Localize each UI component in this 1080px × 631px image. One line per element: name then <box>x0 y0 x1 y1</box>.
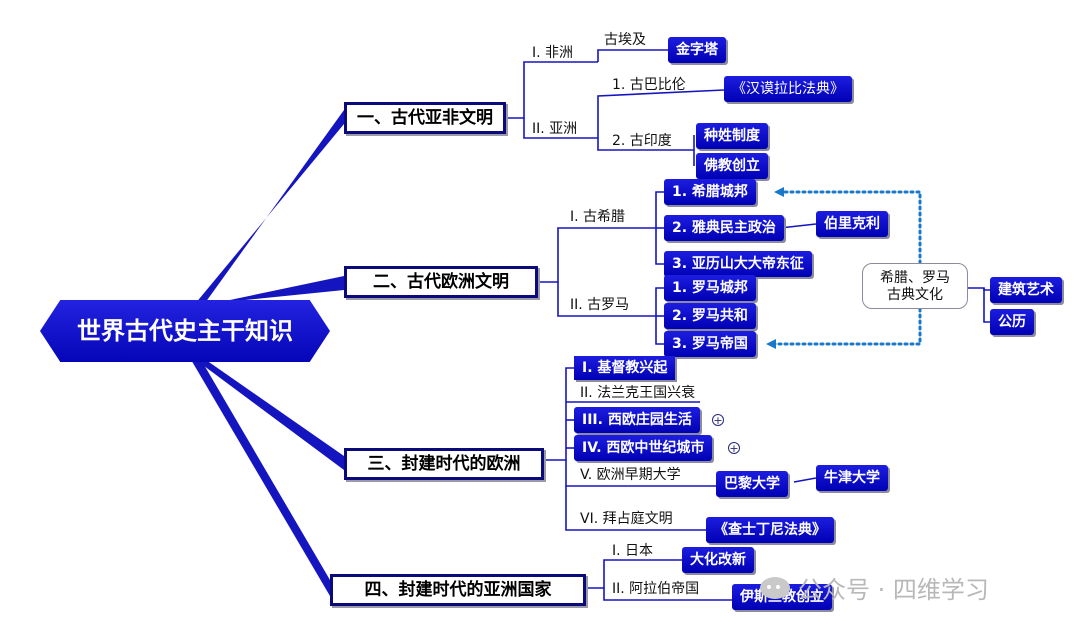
expand-plus-icon[interactable]: + <box>728 442 740 455</box>
node-justinian-code[interactable]: 《查士丁尼法典》 <box>706 517 834 543</box>
branch-label: 二、古代欧洲文明 <box>373 271 509 292</box>
branch-feudal-asia[interactable]: 四、封建时代的亚洲国家 <box>330 574 586 606</box>
node-univ-paris[interactable]: 巴黎大学 <box>716 471 788 497</box>
node-africa[interactable]: I. 非洲 <box>532 45 574 61</box>
callout-line-1: 希腊、罗马 <box>880 269 950 286</box>
node-pyramid[interactable]: 金字塔 <box>668 37 726 63</box>
root-node[interactable]: 世界古代史主干知识 <box>40 300 330 362</box>
node-early-universities[interactable]: V. 欧洲早期大学 <box>580 467 681 483</box>
node-buddhism[interactable]: 佛教创立 <box>696 153 768 179</box>
node-alexander-campaign[interactable]: 3. 亚历山大大帝东征 <box>664 251 812 277</box>
node-asia[interactable]: II. 亚洲 <box>532 121 578 137</box>
node-byzantine[interactable]: VI. 拜占庭文明 <box>580 511 673 527</box>
watermark: 公众号 · 四维学习 <box>760 570 989 605</box>
branch-ancient-europe[interactable]: 二、古代欧洲文明 <box>344 266 538 298</box>
branch-label: 一、古代亚非文明 <box>357 107 493 128</box>
node-taika-reform[interactable]: 大化改新 <box>682 547 754 573</box>
branch-feudal-europe[interactable]: 三、封建时代的欧洲 <box>344 448 544 480</box>
root-label: 世界古代史主干知识 <box>77 317 293 345</box>
dotted-arrows <box>766 187 922 349</box>
node-ancient-egypt[interactable]: 古埃及 <box>604 32 646 48</box>
callout-classical-culture[interactable]: 希腊、罗马 古典文化 <box>862 263 968 309</box>
branch-label: 四、封建时代的亚洲国家 <box>364 579 552 600</box>
node-frankish-kingdom[interactable]: II. 法兰克王国兴衰 <box>580 385 696 401</box>
node-athenian-democracy[interactable]: 2. 雅典民主政治 <box>664 215 784 241</box>
branch-ancient-afro-asia[interactable]: 一、古代亚非文明 <box>344 102 506 134</box>
node-roman-empire[interactable]: 3. 罗马帝国 <box>664 331 756 357</box>
node-greek-city-states[interactable]: 1. 希腊城邦 <box>664 179 756 205</box>
root-wedges <box>190 110 344 596</box>
wechat-icon <box>760 576 790 599</box>
node-univ-oxford[interactable]: 牛津大学 <box>816 465 888 491</box>
node-hammurabi-code[interactable]: 《汉谟拉比法典》 <box>724 76 852 102</box>
branch-label: 三、封建时代的欧洲 <box>367 453 521 474</box>
node-calendar[interactable]: 公历 <box>990 309 1034 335</box>
node-christianity[interactable]: I. 基督教兴起 <box>574 356 676 380</box>
node-medieval-cities[interactable]: IV. 西欧中世纪城市 <box>574 435 713 461</box>
node-pericles[interactable]: 伯里克利 <box>816 211 888 237</box>
node-japan[interactable]: I. 日本 <box>612 543 654 559</box>
node-caste-system[interactable]: 种姓制度 <box>696 123 768 149</box>
node-manor-life[interactable]: III. 西欧庄园生活 <box>574 407 700 433</box>
callout-line-2: 古典文化 <box>887 286 943 303</box>
node-babylon[interactable]: 1. 古巴比伦 <box>612 77 686 93</box>
node-arab-empire[interactable]: II. 阿拉伯帝国 <box>612 581 700 597</box>
node-architecture[interactable]: 建筑艺术 <box>990 277 1062 303</box>
watermark-text: 公众号 · 四维学习 <box>798 576 989 604</box>
expand-plus-icon[interactable]: + <box>712 414 724 427</box>
node-ancient-greece[interactable]: I. 古希腊 <box>570 209 626 225</box>
node-india[interactable]: 2. 古印度 <box>612 133 672 149</box>
branch-lines <box>506 49 990 601</box>
node-roman-republic[interactable]: 2. 罗马共和 <box>664 303 756 329</box>
node-ancient-rome[interactable]: II. 古罗马 <box>570 297 630 313</box>
node-rome-city-state[interactable]: 1. 罗马城邦 <box>664 275 756 301</box>
